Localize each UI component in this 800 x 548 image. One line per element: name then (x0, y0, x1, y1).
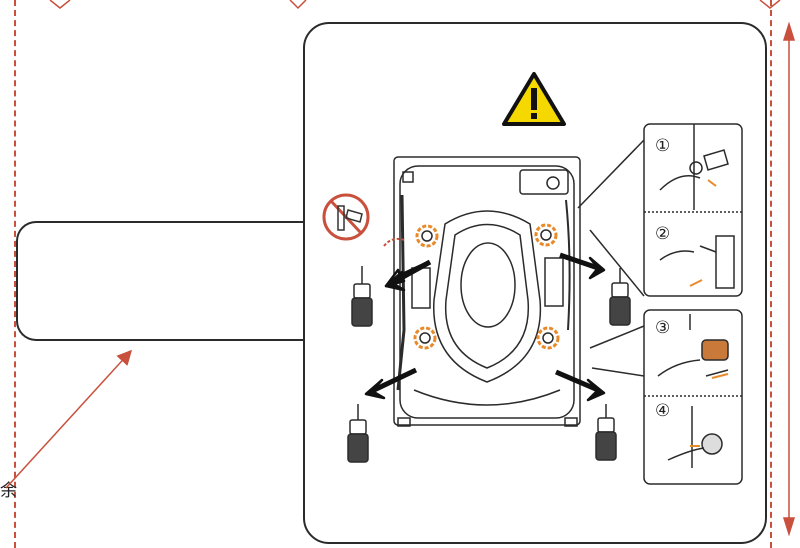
washer-back-view (393, 156, 581, 427)
right-dashed-guide (770, 0, 772, 548)
transport-bolt-bottom-right (536, 326, 560, 350)
step-panel-1-2 (577, 123, 743, 297)
bolt-spacer-top-left (351, 266, 373, 327)
height-dimension-arrow (782, 21, 796, 537)
diagonal-red-arrow (5, 349, 133, 489)
step-3-label: ③ (655, 318, 670, 338)
removal-arrows (364, 252, 606, 402)
no-tool-icon (322, 193, 370, 241)
transport-bolt-bottom-left (413, 326, 437, 350)
step-1-label: ① (655, 136, 670, 156)
step-4-label: ④ (655, 401, 670, 421)
bolt-spacer-bottom-right (595, 404, 617, 461)
top-dimension-marks (49, 0, 781, 10)
transport-bolt-top-left (415, 224, 439, 248)
step-2-label: ② (655, 224, 670, 244)
callout-box (16, 221, 308, 341)
bolt-spacer-bottom-left (347, 404, 369, 463)
warning-triangle-icon (502, 72, 566, 126)
rotation-hint (383, 237, 405, 247)
transport-bolt-top-right (534, 223, 558, 247)
margin-note: 余 (0, 481, 17, 501)
step-panel-3-4 (589, 309, 743, 485)
left-dashed-guide (14, 0, 16, 548)
step-orange-arrows (689, 179, 729, 447)
bolt-spacer-top-right (609, 268, 631, 326)
